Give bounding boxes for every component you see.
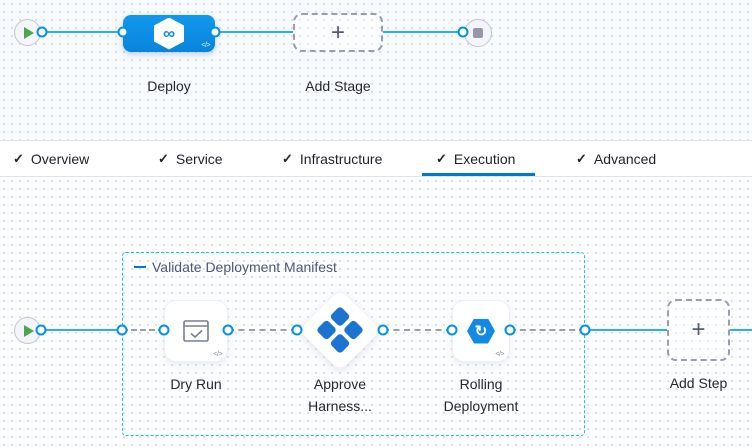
- connector-dot: [117, 26, 129, 38]
- add-step-label: Add Step: [669, 375, 728, 391]
- connector-dot: [222, 324, 234, 336]
- check-icon: ✓: [158, 150, 169, 166]
- exec-wire-dashed: [122, 329, 164, 331]
- tab-label: Infrastructure: [299, 150, 383, 167]
- connector-dot: [457, 26, 469, 38]
- pipeline-end-node[interactable]: [464, 19, 492, 47]
- stage-config-tabbar: ✓ Overview ✓ Service ✓ Infrastructure ✓ …: [0, 140, 752, 177]
- deploy-stage-node[interactable]: ∞ </>: [123, 15, 215, 52]
- code-view-icon: </>: [201, 42, 210, 49]
- play-icon: [24, 324, 34, 337]
- tab-label: Service: [175, 150, 223, 167]
- step-group-box[interactable]: [122, 252, 585, 436]
- rolling-glyph: ↻: [474, 322, 488, 340]
- stage-wire: [41, 31, 123, 33]
- step-approve-label: Approve Harness...: [308, 376, 372, 414]
- stage-pipeline-canvas[interactable]: ∞ </> + Deploy Add Stage: [0, 0, 752, 140]
- add-step-button[interactable]: +: [667, 299, 730, 361]
- step-group-label: Validate Deployment Manifest: [152, 259, 337, 275]
- exec-wire-dashed: [228, 329, 297, 331]
- check-icon: ✓: [576, 150, 587, 166]
- step-group-header: Validate Deployment Manifest: [134, 259, 337, 275]
- step-dry-run-label: Dry Run: [170, 376, 222, 392]
- connector-dot: [377, 324, 389, 336]
- connector-dot: [579, 324, 591, 336]
- tab-label: Execution: [453, 150, 516, 167]
- check-icon: ✓: [13, 150, 24, 166]
- code-view-icon: </>: [213, 351, 222, 358]
- exec-wire-dashed: [510, 329, 585, 331]
- collapse-group-icon[interactable]: [134, 266, 146, 268]
- deploy-stage-label: Deploy: [147, 78, 191, 94]
- tab-label: Overview: [30, 150, 90, 167]
- dry-run-checkbox-icon: [183, 320, 209, 342]
- check-icon: ✓: [436, 150, 447, 166]
- tab-label: Advanced: [593, 150, 657, 167]
- exec-wire-dashed: [383, 329, 452, 331]
- connector-dot: [116, 324, 128, 336]
- exec-wire: [585, 329, 667, 331]
- approval-icon: [315, 305, 365, 355]
- play-icon: [24, 26, 34, 39]
- stop-icon: [473, 28, 483, 38]
- tab-service[interactable]: ✓ Service: [158, 141, 223, 176]
- connector-dot: [209, 26, 221, 38]
- connector-dot: [36, 26, 48, 38]
- connector-dot: [446, 324, 458, 336]
- cd-hexagon-icon: ∞: [154, 17, 184, 50]
- execution-steps-canvas[interactable]: Validate Deployment Manifest </> ↻ </> +: [0, 177, 752, 448]
- rolling-deployment-icon: ↻: [467, 318, 495, 344]
- step-rolling-label: Rolling Deployment: [443, 376, 519, 414]
- tab-execution[interactable]: ✓ Execution: [421, 141, 536, 176]
- step-dry-run[interactable]: </>: [164, 300, 228, 362]
- infinity-glyph: ∞: [162, 24, 176, 43]
- plus-icon: +: [330, 18, 345, 46]
- tab-advanced[interactable]: ✓ Advanced: [576, 141, 656, 176]
- stage-wire: [383, 31, 463, 33]
- exec-wire: [41, 329, 122, 331]
- code-view-icon: </>: [495, 351, 504, 358]
- plus-icon: +: [691, 316, 706, 343]
- connector-dot: [504, 324, 516, 336]
- add-stage-button[interactable]: +: [293, 13, 383, 52]
- connector-dot: [158, 324, 170, 336]
- add-stage-label: Add Stage: [305, 78, 371, 94]
- exec-wire: [730, 329, 752, 331]
- stage-wire: [215, 31, 293, 33]
- connector-dot: [291, 324, 303, 336]
- check-icon: ✓: [282, 150, 293, 166]
- tab-overview[interactable]: ✓ Overview: [13, 141, 89, 176]
- connector-dot: [35, 324, 47, 336]
- tab-infrastructure[interactable]: ✓ Infrastructure: [282, 141, 382, 176]
- step-rolling-deployment[interactable]: ↻ </>: [452, 300, 510, 362]
